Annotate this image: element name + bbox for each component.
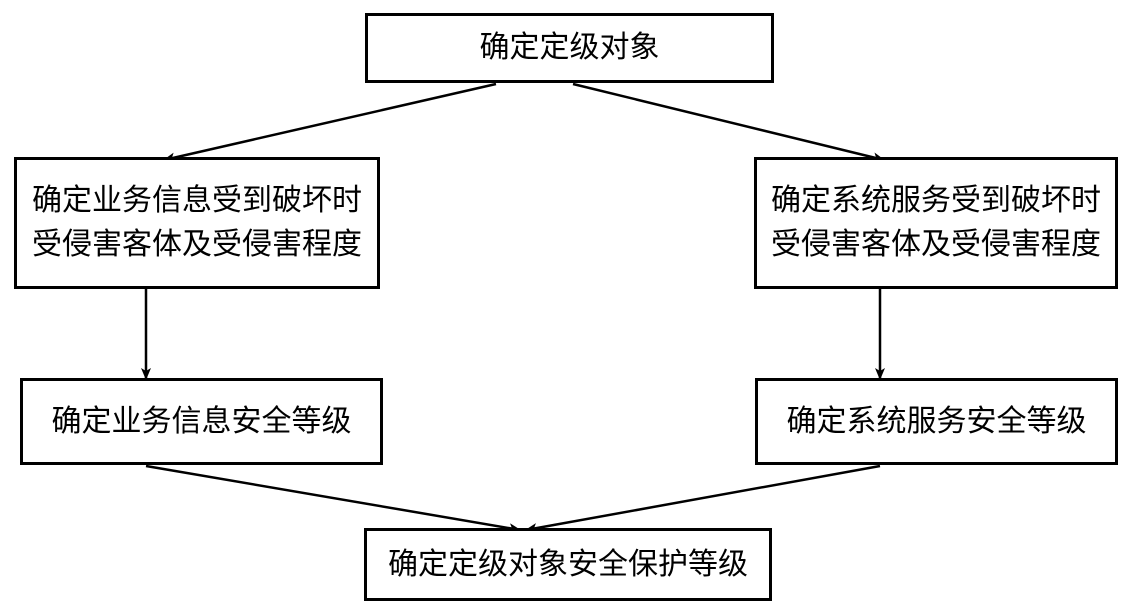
node-determine-object: 确定定级对象 xyxy=(365,13,774,83)
node-system-service-impact: 确定系统服务受到破坏时 受侵害客体及受侵害程度 xyxy=(754,157,1118,289)
node-protection-level: 确定定级对象安全保护等级 xyxy=(364,528,772,601)
arrow-top-to-right xyxy=(572,82,885,163)
arrow-left-level-to-bottom xyxy=(145,464,521,534)
arrow-top-to-left xyxy=(163,82,497,163)
node-label-line-1: 确定业务信息受到破坏时 xyxy=(32,183,362,218)
node-system-service-level: 确定系统服务安全等级 xyxy=(755,378,1118,465)
node-label-line-2: 受侵害客体及受侵害程度 xyxy=(771,227,1101,262)
node-label: 确定业务信息安全等级 xyxy=(51,403,352,439)
node-label-line-2: 受侵害客体及受侵害程度 xyxy=(32,227,362,262)
node-business-info-impact: 确定业务信息受到破坏时 受侵害客体及受侵害程度 xyxy=(14,157,380,289)
node-label: 确定系统服务安全等级 xyxy=(786,403,1087,439)
node-label-line-1: 确定系统服务受到破坏时 xyxy=(771,183,1101,218)
node-business-info-level: 确定业务信息安全等级 xyxy=(20,378,383,465)
node-label: 确定定级对象安全保护等级 xyxy=(388,546,748,582)
arrow-right-level-to-bottom xyxy=(525,464,881,533)
node-label: 确定定级对象 xyxy=(479,30,660,65)
